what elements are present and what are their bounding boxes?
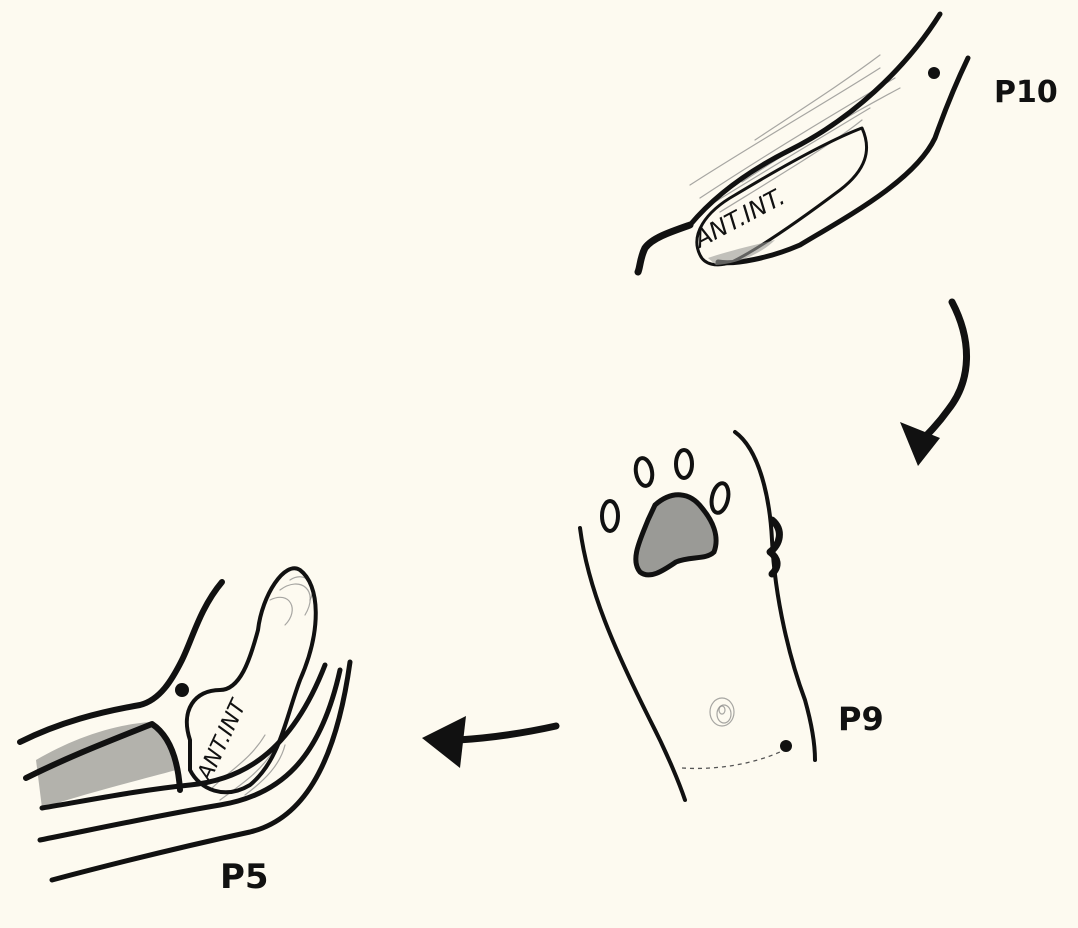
point-label-p10: P10 — [994, 75, 1058, 110]
acupoint-dot-p5 — [175, 683, 189, 697]
point-label-p9: P9 — [838, 700, 884, 738]
leg-contour-upper — [690, 14, 940, 225]
main-pad — [636, 495, 716, 575]
arrowhead-2 — [422, 716, 466, 768]
region-label-left: ANT.INT — [192, 695, 252, 786]
leg-contour-lower — [718, 58, 968, 263]
point-label-p5: P5 — [220, 857, 269, 897]
graphite-shading-top — [690, 55, 900, 212]
toe-pad-1 — [602, 501, 618, 531]
claw-hook — [638, 225, 690, 272]
toe-pad-4 — [709, 482, 731, 515]
acupoint-dot-p9 — [780, 740, 792, 752]
arrow-middle-to-left — [422, 716, 556, 768]
graphite-swirl — [710, 698, 734, 726]
paw-contour-right — [735, 432, 815, 760]
arrow-top-to-middle — [900, 302, 967, 466]
wrist-dashed-line — [682, 752, 780, 768]
figure-p10: ANT.INT. P10 — [638, 14, 1058, 272]
acupoint-dot-p10 — [928, 67, 940, 79]
toe-pad-3 — [676, 450, 692, 478]
figure-p5: ANT.INT P5 — [20, 568, 350, 897]
toe-pad-2 — [634, 457, 655, 487]
figure-p9: P9 — [580, 432, 884, 800]
joint-contour-upper — [20, 582, 222, 742]
